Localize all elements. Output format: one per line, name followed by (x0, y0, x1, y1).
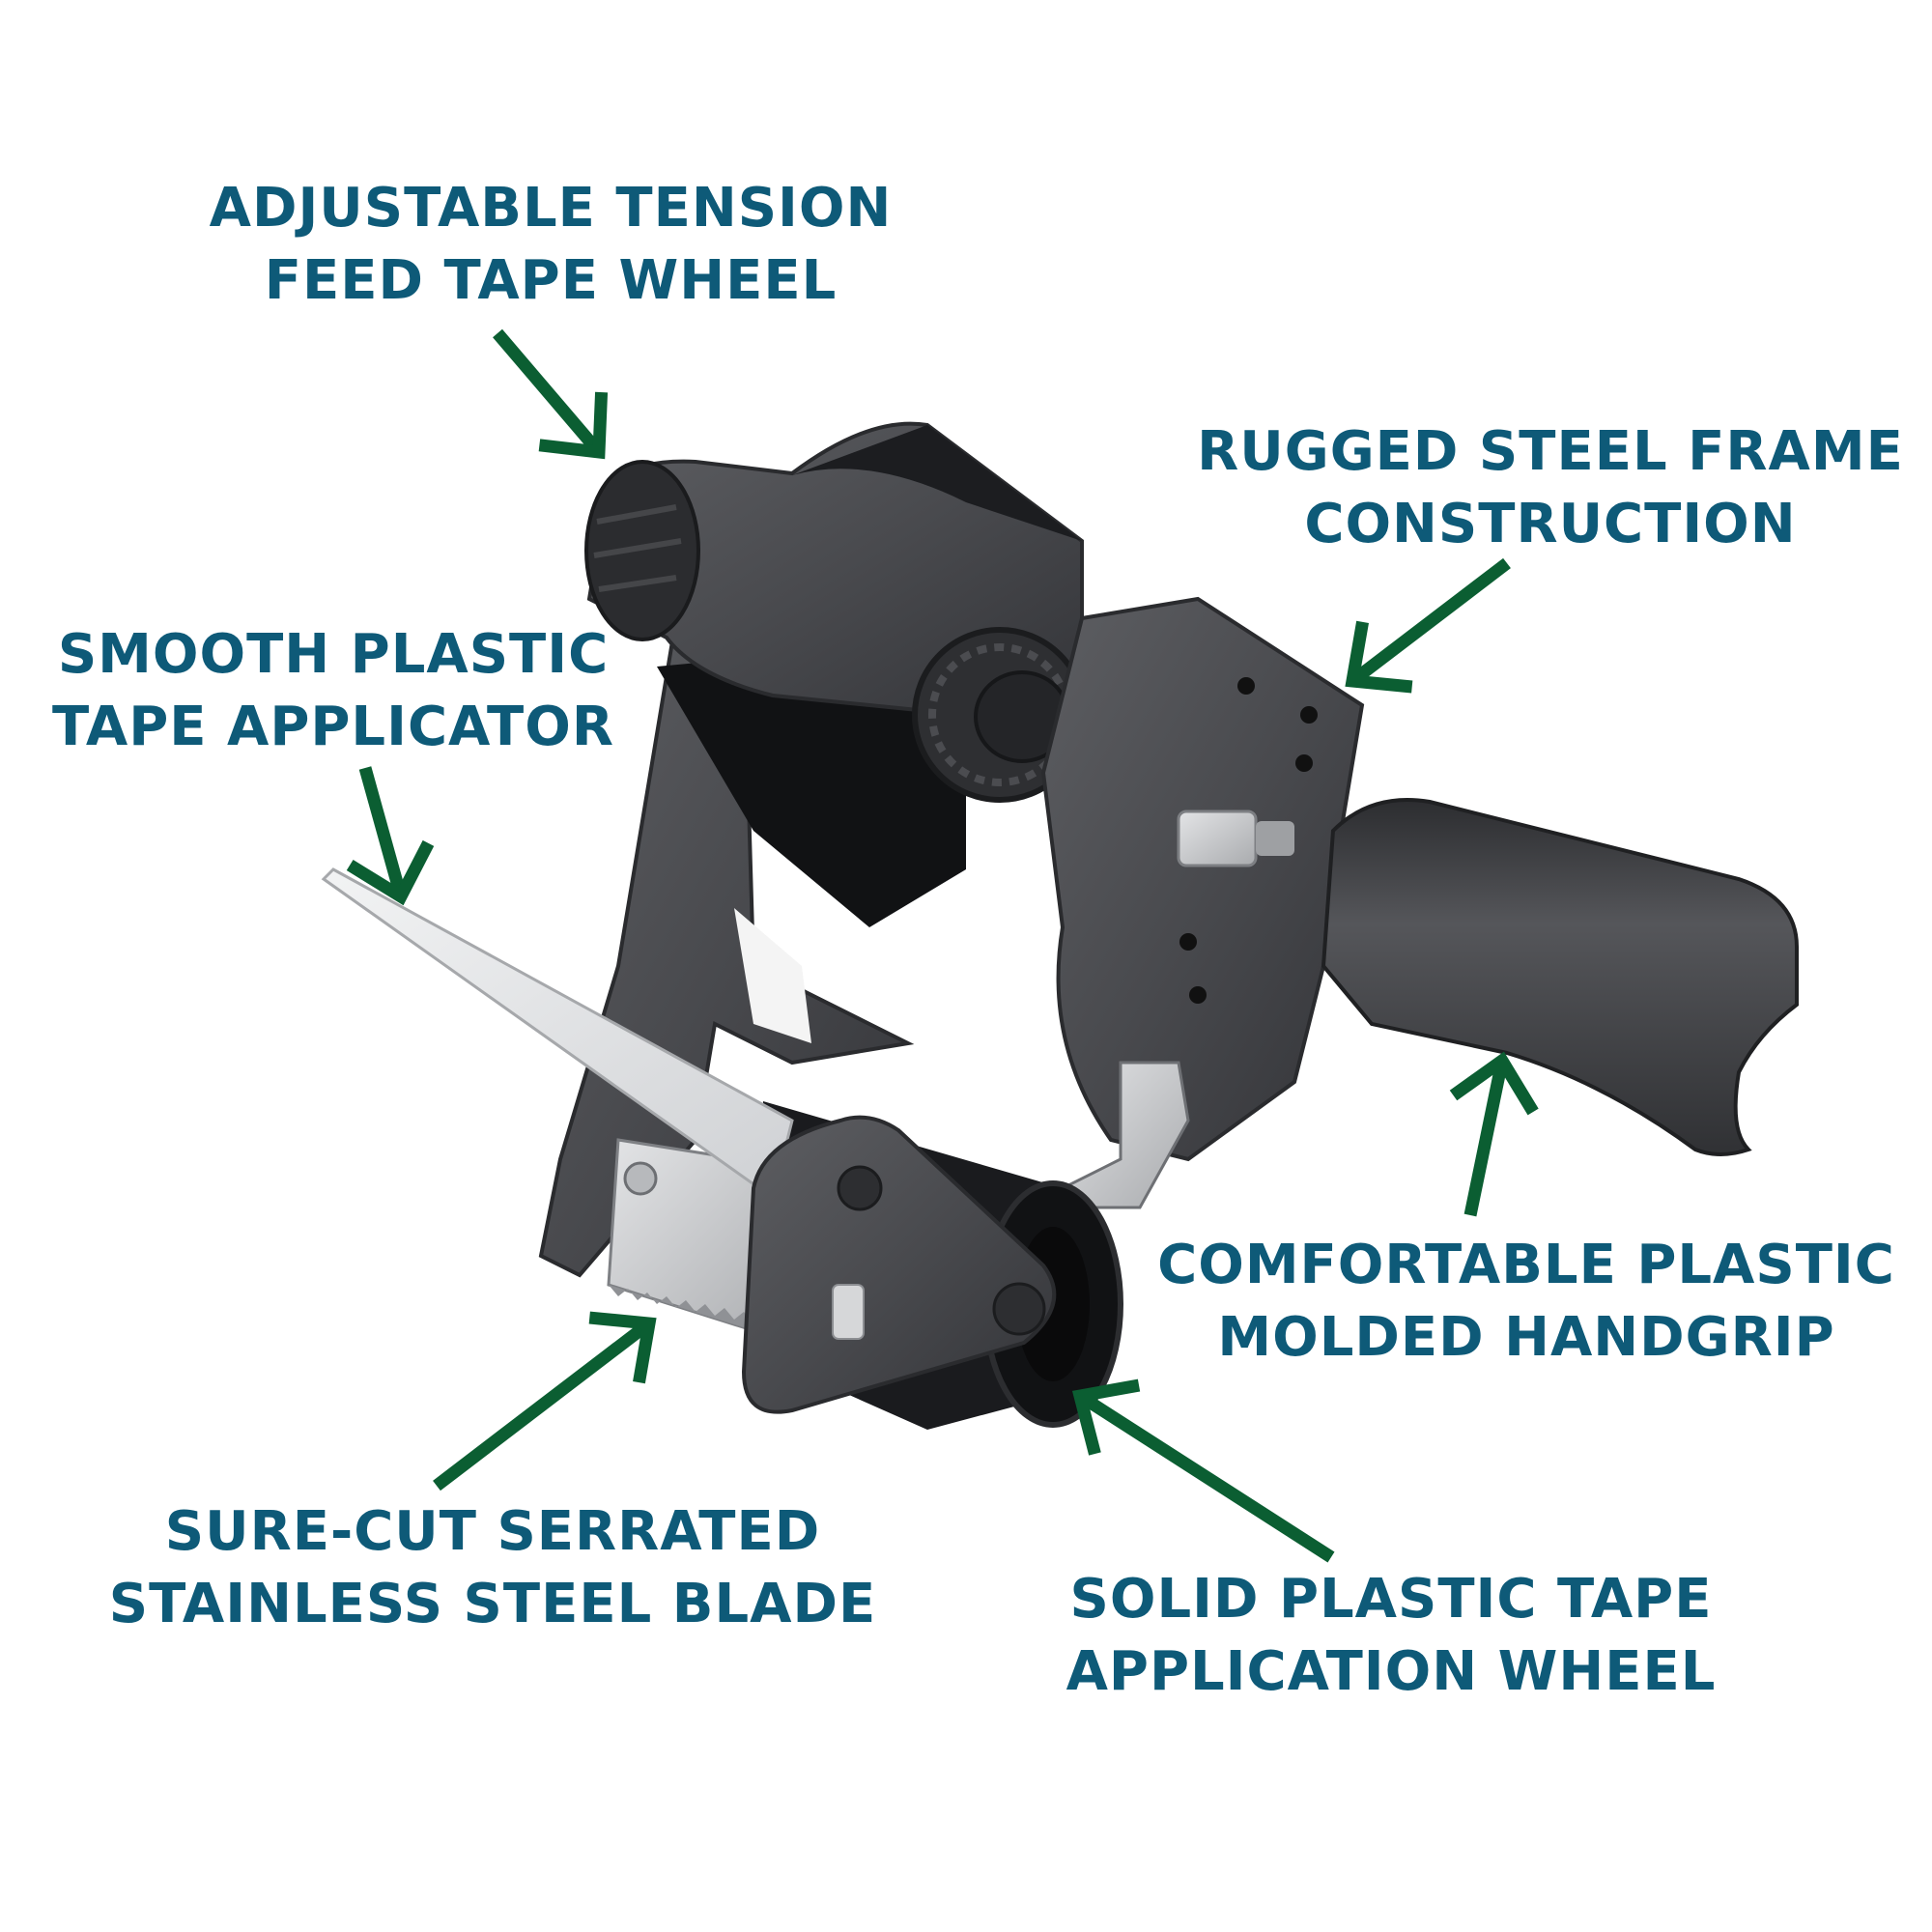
callout-steel-frame-line1: RUGGED STEEL FRAME (1197, 420, 1904, 483)
callout-application-wheel-line2: APPLICATION WHEEL (1065, 1640, 1717, 1703)
tape-applicator (321, 867, 794, 1201)
tape-roll-core (657, 638, 966, 927)
callout-handgrip-line1: COMFORTABLE PLASTIC (1157, 1234, 1895, 1296)
callout-application-wheel-line1: SOLID PLASTIC TAPE (1069, 1568, 1713, 1631)
callout-handgrip-line2: MOLDED HANDGRIP (1217, 1306, 1835, 1369)
wheel-side-cover (741, 1115, 1057, 1414)
arrow-steel-frame (1345, 557, 1511, 694)
callout-arrows (346, 328, 1539, 1563)
arrow-blade (433, 1311, 657, 1492)
callout-tension-wheel-line2: FEED TAPE WHEEL (264, 249, 838, 312)
callout-label-application-wheel: SOLID PLASTIC TAPE APPLICATION WHEEL (1024, 1563, 1758, 1708)
arrow-application-wheel (1071, 1378, 1335, 1563)
callout-blade-line2: STAINLESS STEEL BLADE (108, 1573, 877, 1635)
callout-applicator-line2: TAPE APPLICATOR (52, 696, 614, 758)
steel-spring-bracket (1060, 1061, 1190, 1209)
arrow-handgrip (1449, 1051, 1539, 1217)
callout-label-tension-wheel: ADJUSTABLE TENSION FEED TAPE WHEEL (184, 172, 918, 317)
arrow-tension-wheel (493, 328, 609, 460)
callout-label-applicator: SMOOTH PLASTIC TAPE APPLICATOR (19, 618, 647, 763)
callout-applicator-line1: SMOOTH PLASTIC (57, 623, 610, 686)
callout-tension-wheel-line1: ADJUSTABLE TENSION (209, 177, 893, 240)
callout-label-steel-frame: RUGGED STEEL FRAME CONSTRUCTION (1179, 415, 1922, 560)
handgrip (1321, 798, 1799, 1156)
callout-blade-line1: SURE-CUT SERRATED (164, 1500, 821, 1563)
callout-steel-frame-line2: CONSTRUCTION (1304, 493, 1797, 555)
callout-label-handgrip: COMFORTABLE PLASTIC MOLDED HANDGRIP (1140, 1229, 1913, 1374)
callout-label-blade: SURE-CUT SERRATED STAINLESS STEEL BLADE (58, 1495, 927, 1640)
steel-frame-plate (1040, 596, 1365, 1162)
arrow-applicator (346, 766, 435, 906)
